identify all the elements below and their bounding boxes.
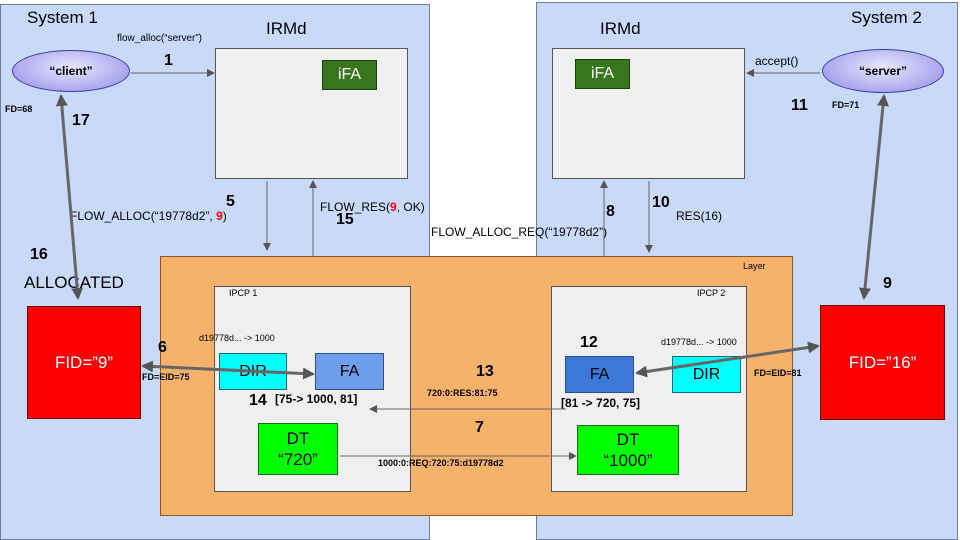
- client-fd: FD=68: [5, 104, 33, 114]
- irmd-right-ifa: iFA: [575, 59, 630, 89]
- step-13: 13: [476, 363, 494, 380]
- step-12: 12: [580, 334, 598, 351]
- msg-res-packet: 720:0:RES:81:75: [427, 388, 498, 398]
- msg-flow-alloc-arg: 9: [216, 209, 223, 223]
- server-fd: FD=71: [832, 100, 860, 110]
- step-16: 16: [30, 246, 48, 263]
- client-node: “client”: [12, 50, 130, 92]
- arrow-fid-fa-left: [141, 360, 315, 380]
- step-15: 15: [336, 211, 354, 228]
- server-node: “server”: [822, 49, 944, 93]
- ipcp2-dt: DT “1000”: [577, 425, 679, 475]
- msg-flow-alloc: flow_alloc(“server”): [117, 33, 203, 44]
- arrow-fa-fid-right: [635, 341, 820, 378]
- ipcp2-fa: FA: [565, 356, 634, 393]
- ipcp1-dt: DT “720”: [258, 423, 338, 475]
- step-5: 5: [226, 193, 235, 210]
- msg-flow-alloc-pre: FLOW_ALLOC(“19778d2”,: [70, 209, 217, 223]
- ipcp2-dt-line2: “1000”: [603, 451, 653, 470]
- ipcp2-title: IPCP 2: [697, 288, 726, 298]
- ipcp1-title: IPCP 1: [229, 288, 258, 298]
- msg-flow-res-pre: FLOW_RES(: [320, 200, 391, 214]
- ipcp1-dt-line1: DT: [286, 428, 310, 448]
- fid-left-box: FID=”9”: [27, 306, 141, 419]
- layer-label: Layer: [743, 261, 766, 271]
- msg-accept: accept(): [755, 54, 799, 68]
- msg-flow-res-post: , OK): [396, 200, 425, 214]
- msg-flow-alloc-req: FLOW_ALLOC_REQ(“19778d2”): [431, 225, 608, 239]
- step-7: 7: [475, 419, 484, 436]
- step-11: 11: [791, 97, 808, 114]
- step-14: 14: [249, 392, 267, 409]
- step-8: 8: [606, 203, 615, 220]
- step-10: 10: [652, 194, 670, 211]
- ipcp1-dir-mapping: d19778d... -> 1000: [199, 333, 275, 343]
- step-1: 1: [164, 52, 173, 69]
- msg-flow-alloc-cmd: FLOW_ALLOC(“19778d2”, 9): [70, 209, 227, 223]
- ipcp2-fa-mapping: [81 -> 720, 75]: [561, 396, 641, 410]
- system2-title: System 2: [851, 8, 922, 27]
- msg-res: RES(16): [676, 209, 723, 223]
- arrow-client-fid: [55, 94, 84, 300]
- step-6: 6: [158, 339, 167, 356]
- system1-title: System 1: [27, 8, 98, 27]
- ipcp1-dt-line2: “720”: [278, 450, 318, 469]
- msg-flow-res: FLOW_RES(9, OK): [320, 200, 425, 214]
- irmd-right-title: IRMd: [600, 19, 641, 38]
- msg-flow-alloc-post: ): [222, 209, 227, 223]
- msg-flow-res-arg: 9: [390, 200, 397, 214]
- irmd-left-title: IRMd: [266, 19, 307, 38]
- ipcp1-fa-mapping: [75-> 1000, 81]: [275, 392, 358, 406]
- msg-req-packet: 1000:0:REQ:720:75:d19778d2: [378, 458, 504, 468]
- ipcp1-fa: FA: [315, 353, 384, 390]
- irmd-left-ifa: iFA: [322, 60, 377, 90]
- ipcp2-dt-line1: DT: [616, 429, 640, 449]
- arrow-server-fid: [859, 94, 889, 300]
- fid-right-box: FID=”16”: [820, 305, 945, 420]
